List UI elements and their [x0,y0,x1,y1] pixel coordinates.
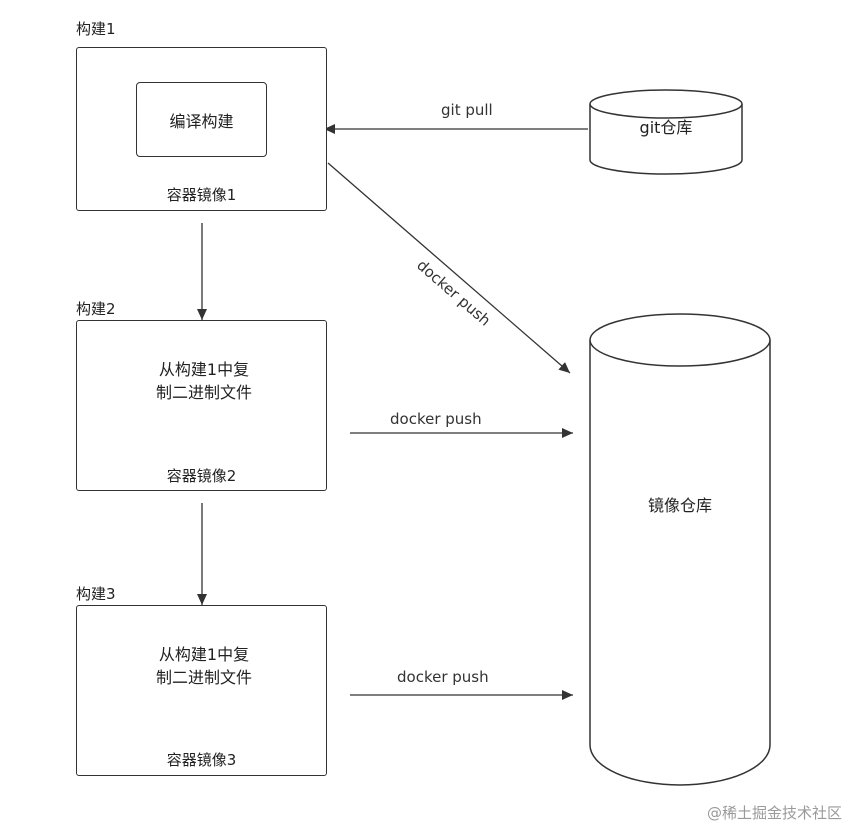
docker-push-label-3: docker push [397,668,489,686]
build2-doc-text: 从构建1中复 制二进制文件 [140,358,268,404]
arrow-push-build1 [327,162,571,374]
build1-label: 构建1 [76,20,116,38]
build3-doc-line1: 从构建1中复 [158,645,250,664]
build3-container [76,605,327,776]
image-repo-label: 镜像仓库 [647,496,712,515]
build2-caption: 容器镜像2 [166,467,237,485]
git-repo-label: git仓库 [639,118,693,137]
watermark-text: @稀土掘金技术社区 [706,804,842,822]
build2-doc-line1: 从构建1中复 [158,360,250,379]
build1-compile-box: 编译构建 [136,82,267,157]
build2-container [76,320,327,491]
build1-caption: 容器镜像1 [166,186,237,204]
docker-push-label-2: docker push [390,410,482,428]
image-repo-cylinder [589,313,771,786]
build2-doc-line2: 制二进制文件 [155,383,252,402]
build3-caption: 容器镜像3 [166,751,237,769]
build2-label: 构建2 [76,300,116,318]
git-repo-cylinder [589,89,743,175]
build3-label: 构建3 [76,585,116,603]
build1-container [76,47,327,211]
build3-doc-text: 从构建1中复 制二进制文件 [140,643,268,689]
git-pull-label: git pull [441,101,493,119]
build3-doc-line2: 制二进制文件 [155,668,252,687]
